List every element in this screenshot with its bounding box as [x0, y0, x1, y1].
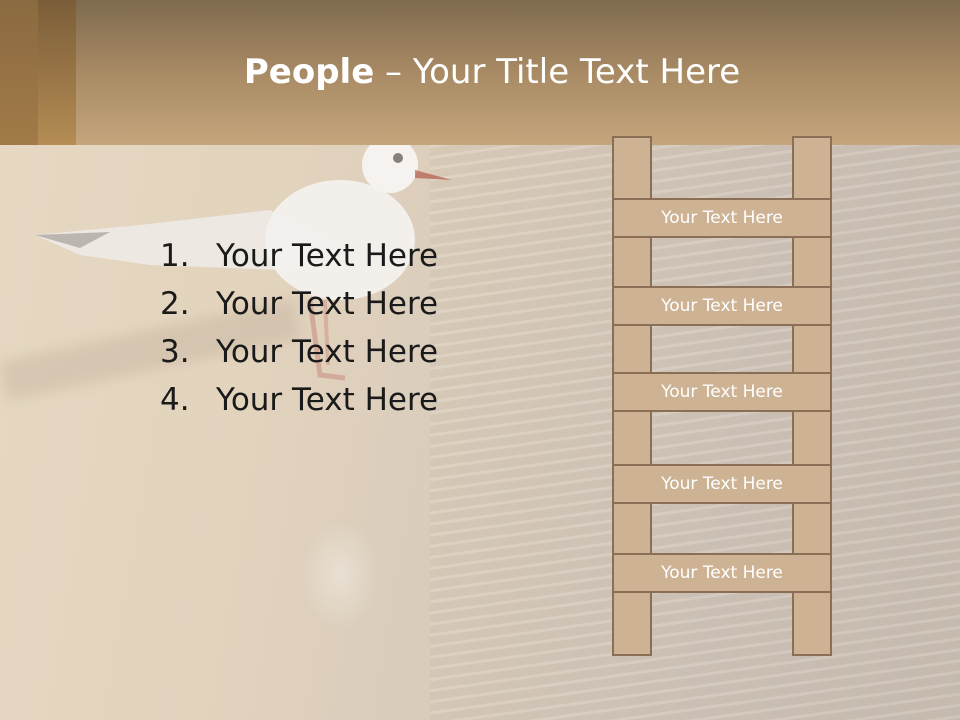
ladder-rung-5[interactable]: Your Text Here [612, 553, 832, 593]
list-number: 2. [160, 286, 190, 322]
list-number: 3. [160, 334, 190, 370]
list-text: Your Text Here [216, 286, 439, 322]
header-accent-strip [0, 0, 38, 145]
list-text: Your Text Here [216, 382, 439, 418]
list-number: 4. [160, 382, 190, 418]
numbered-list[interactable]: 1. Your Text Here 2. Your Text Here 3. Your… [160, 232, 438, 424]
ladder-rung-3[interactable]: Your Text Here [612, 372, 832, 412]
slide-title[interactable]: People – Your Title Text Here [0, 52, 960, 92]
ladder-rung-4[interactable]: Your Text Here [612, 464, 832, 504]
light-reflection [300, 520, 380, 630]
list-item: 2. Your Text Here [160, 280, 438, 328]
seagull-image [35, 140, 452, 381]
list-item: 4. Your Text Here [160, 376, 438, 424]
ladder-rung-2[interactable]: Your Text Here [612, 286, 832, 326]
water-background [430, 145, 960, 720]
list-number: 1. [160, 238, 190, 274]
list-item: 1. Your Text Here [160, 232, 438, 280]
title-rest: – Your Title Text Here [374, 52, 741, 92]
header-accent-strip [38, 0, 76, 145]
ladder-rung-1[interactable]: Your Text Here [612, 198, 832, 238]
list-text: Your Text Here [216, 238, 439, 274]
list-item: 3. Your Text Here [160, 328, 438, 376]
title-bold: People [243, 52, 375, 92]
list-text: Your Text Here [216, 334, 439, 370]
header-band [0, 0, 960, 145]
